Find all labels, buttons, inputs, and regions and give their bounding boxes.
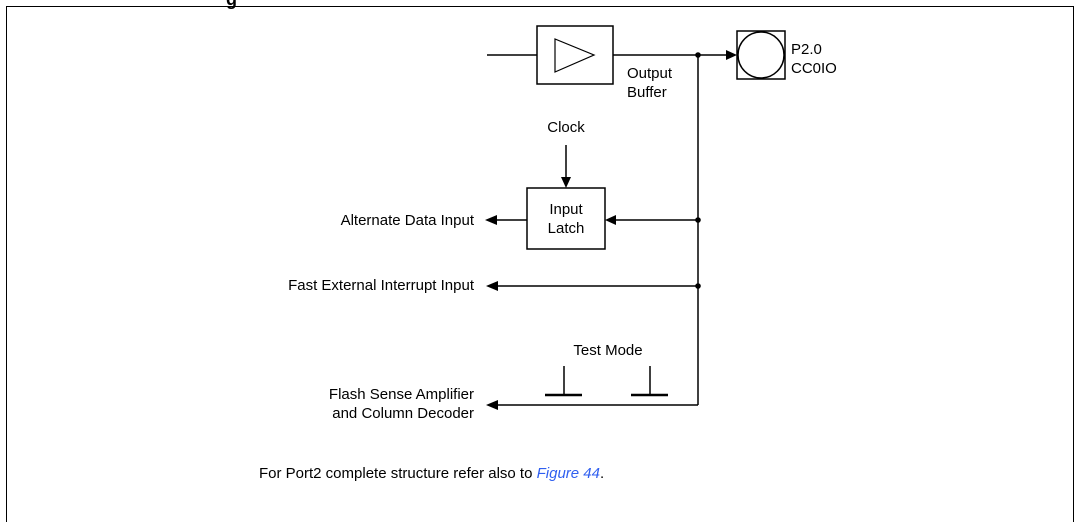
pin-label-line2: CC0IO — [791, 60, 837, 77]
fast-external-interrupt-input-label: Fast External Interrupt Input — [288, 277, 474, 294]
latch-input-arrow-icon — [605, 215, 616, 225]
figure-44-link[interactable]: Figure 44 — [536, 465, 600, 482]
input-latch-label-line1: Input — [549, 201, 583, 218]
alternate-data-arrow-icon — [485, 215, 497, 225]
reference-note: For Port2 complete structure refer also … — [259, 464, 604, 483]
input-latch-box — [526, 187, 606, 250]
flash-arrow-icon — [486, 400, 498, 410]
flash-sense-amplifier-label-line2: and Column Decoder — [332, 405, 474, 422]
figure-frame — [6, 6, 1074, 522]
pin-arrow-icon — [726, 50, 737, 60]
clock-label: Clock — [547, 119, 585, 136]
interrupt-arrow-icon — [486, 281, 498, 291]
output-buffer-label-line1: Output — [627, 65, 673, 82]
input-latch-label: Input Latch — [527, 200, 605, 238]
buffer-triangle-icon — [554, 38, 596, 73]
pin-label-line1: P2.0 — [791, 41, 822, 58]
pin-label: P2.0 CC0IO — [791, 40, 837, 78]
figure-title-fragment: g — [226, 0, 237, 10]
clock-arrow-icon — [561, 177, 571, 188]
output-buffer-label-line2: Buffer — [627, 84, 667, 101]
reference-note-suffix: . — [600, 465, 605, 482]
input-latch-label-line2: Latch — [547, 220, 585, 237]
reference-note-text: For Port2 complete structure refer also … — [259, 465, 537, 482]
test-mode-label: Test Mode — [573, 342, 643, 359]
flash-sense-amplifier-label: Flash Sense Amplifier and Column Decoder — [150, 385, 474, 423]
junction-dot — [695, 52, 701, 58]
alternate-data-input-label: Alternate Data Input — [340, 212, 474, 229]
flash-sense-amplifier-label-line1: Flash Sense Amplifier — [328, 386, 474, 403]
output-buffer-label: Output Buffer — [627, 64, 672, 102]
pin-circle — [737, 31, 785, 79]
